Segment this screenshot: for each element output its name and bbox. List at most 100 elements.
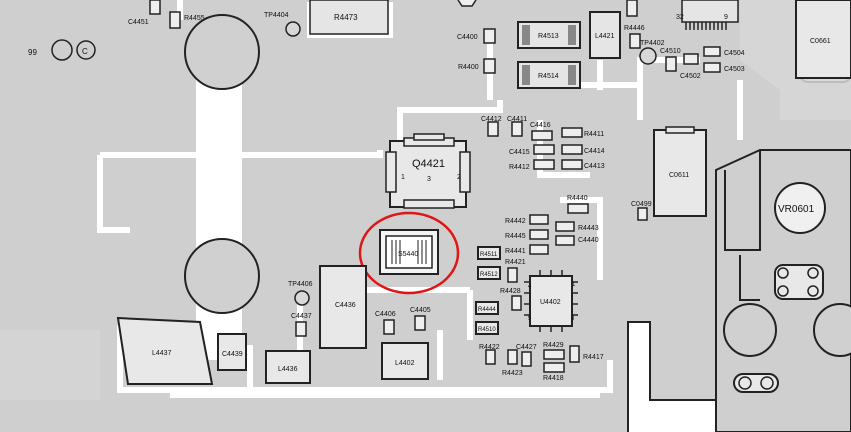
- component-label: L4421: [595, 33, 615, 40]
- component-r4511: [477, 246, 501, 260]
- component-label: C4437: [291, 313, 312, 320]
- component-c0661: [795, 0, 851, 79]
- component-r4422: [485, 349, 496, 365]
- pin-label: 3: [427, 176, 431, 183]
- component-label: C4400: [457, 34, 478, 41]
- ic-top-right: [681, 0, 739, 23]
- component-r4441: [529, 244, 549, 255]
- component-label: R4512: [480, 272, 498, 278]
- component-r4473: [309, 0, 389, 35]
- component-label: R4440: [567, 195, 588, 202]
- component-s5440: [379, 229, 439, 275]
- component-c4413: [561, 159, 583, 170]
- component-r4412: [533, 159, 555, 170]
- component-label: L4436: [278, 366, 298, 373]
- mark-label: C: [82, 47, 88, 56]
- component-label: C4411: [507, 116, 527, 123]
- pin-label: 32: [676, 14, 684, 21]
- component-label: R4400: [458, 64, 479, 71]
- component-c4502: [683, 53, 699, 65]
- component-label: R4411: [584, 131, 604, 138]
- highlight-circle: [358, 211, 460, 295]
- component-label: C4416: [530, 122, 551, 129]
- component-label: R4455: [184, 15, 205, 22]
- component-label: R4421: [505, 259, 526, 266]
- component-r4455: [169, 11, 181, 29]
- pin-label: 9: [724, 14, 728, 21]
- component-label: VR0601: [778, 204, 815, 215]
- component-label: TP4404: [264, 12, 289, 19]
- component-label: R4412: [509, 164, 530, 171]
- component-c0499: [637, 207, 648, 221]
- component-label: R4417: [583, 354, 604, 361]
- connector-pad-block: [774, 264, 824, 300]
- component-c4503: [703, 62, 721, 73]
- component-label: C4406: [375, 311, 396, 318]
- component-label: R4473: [334, 13, 358, 22]
- component-c4411: [511, 121, 523, 137]
- component-label: L4402: [395, 360, 415, 367]
- component-c0611: [653, 129, 707, 217]
- component-label: C4412: [481, 116, 502, 123]
- component-label: R4428: [500, 288, 521, 295]
- mounting-hole-top: [184, 14, 260, 90]
- component-r4429: [543, 349, 565, 360]
- board-region-left: [0, 330, 100, 400]
- component-label: C4415: [509, 149, 530, 156]
- component-label: R4446: [624, 25, 645, 32]
- pin-label: 4: [528, 284, 532, 290]
- pin-label: 5: [528, 316, 532, 322]
- component-r4445: [529, 229, 549, 240]
- board-region-top: [0, 0, 851, 120]
- component-label: C0499: [631, 201, 652, 208]
- pin-label: 1: [572, 282, 576, 288]
- component-label: C4405: [410, 307, 431, 314]
- component-c4400: [483, 28, 496, 44]
- component-l4421: [589, 11, 621, 59]
- pin-label: 8: [571, 316, 575, 322]
- component-label: R4418: [543, 375, 564, 382]
- component-label: Q4421: [412, 158, 445, 170]
- component-label: C0661: [810, 38, 831, 45]
- component-l4437: [116, 316, 214, 385]
- mounting-circle: [51, 39, 73, 61]
- component-label: C4504: [724, 50, 745, 57]
- testpoint-tp4404: [285, 21, 301, 37]
- component-r4446: [626, 0, 638, 17]
- component-label: R4423: [502, 370, 523, 377]
- mounting-circle: [76, 40, 96, 60]
- component-label: L4437: [152, 350, 172, 357]
- component-vr0601: [774, 182, 826, 234]
- component-label: C4510: [660, 48, 681, 55]
- component-c4510: [665, 56, 677, 72]
- mounting-hole-right: [813, 303, 851, 357]
- component-label: R4443: [578, 225, 599, 232]
- testpoint-tp4402: [639, 47, 657, 65]
- component-c4406: [383, 319, 395, 335]
- component-c4451: [149, 0, 161, 15]
- component-label: R4511: [480, 252, 498, 258]
- component-label: TP4406: [288, 281, 313, 288]
- component-label: C4427: [516, 344, 537, 351]
- component-label: C4439: [222, 351, 243, 358]
- component-c4405: [414, 315, 426, 331]
- mounting-hole-right: [723, 303, 777, 357]
- component-q4421: [385, 133, 471, 209]
- component-r4442: [529, 214, 549, 225]
- component-label: C4502: [680, 73, 701, 80]
- component-label: S5440: [398, 251, 418, 258]
- pin-label: 2: [457, 174, 461, 181]
- component-label: R4513: [538, 33, 559, 40]
- component-r4443: [555, 221, 575, 232]
- component-r4423: [507, 349, 518, 365]
- component-label: R4445: [505, 233, 526, 240]
- connector-slot: [733, 373, 779, 393]
- component-label: C4436: [335, 302, 356, 309]
- component-label: C4440: [578, 237, 599, 244]
- trace-vertical: [196, 60, 242, 360]
- component-label: R4444: [478, 307, 496, 313]
- mounting-hole-bottom: [184, 238, 260, 314]
- mark-label: 99: [28, 48, 37, 57]
- testpoint-tp4406: [294, 290, 310, 306]
